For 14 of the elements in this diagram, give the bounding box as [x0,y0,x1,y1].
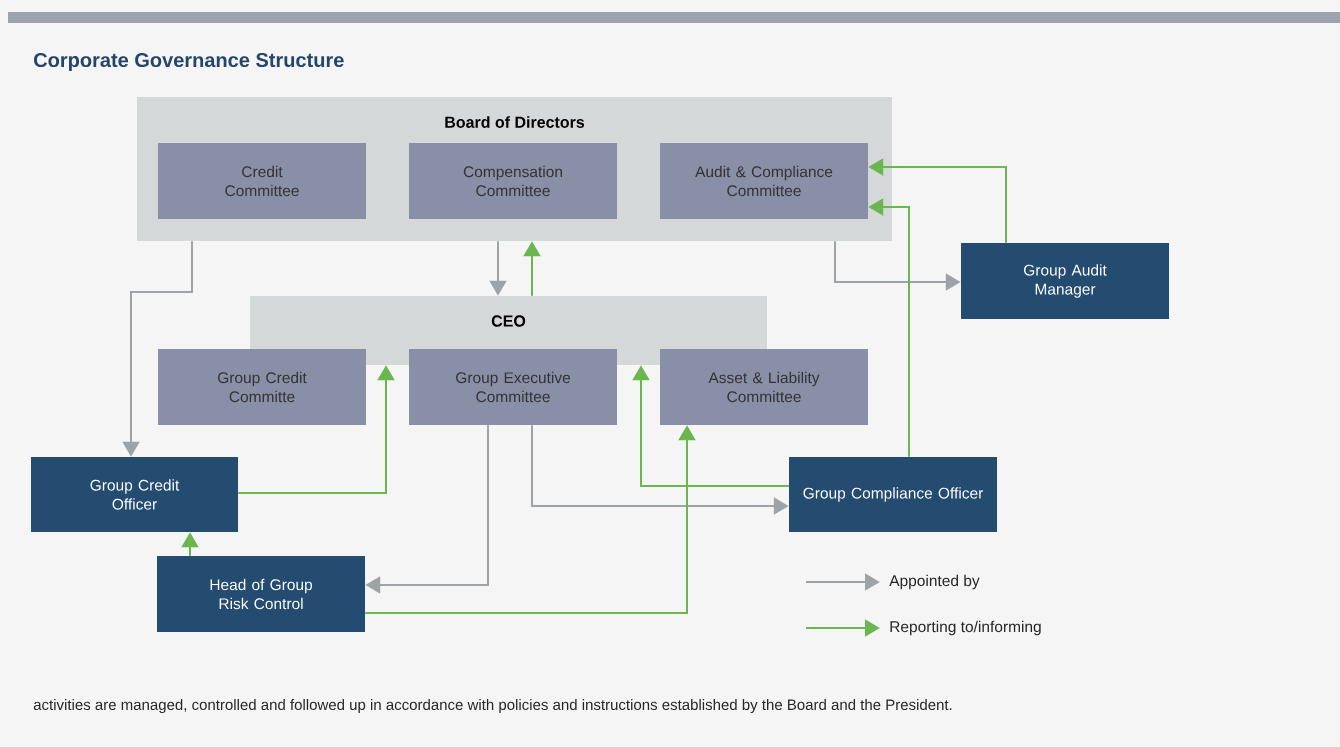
legend-label: Reporting to/informing [890,620,1041,636]
committee-box: Group Credit Committe [158,349,366,425]
officer-box: Group Compliance Officer [789,457,997,532]
title: Corporate Governance Structure [34,52,344,72]
officer-box: Head of Group Risk Control [157,556,365,632]
caption: activities are managed, controlled and followed up in accordance with policies and instructions established by the Board and the President. [33,699,952,713]
committee-box: Audit & Compliance Committee [660,143,868,219]
officer-box: Group Audit Manager [961,243,1169,319]
committee-box: Group Executive Committee [409,349,617,425]
committee-box: Credit Committee [158,143,366,219]
legend-label: Appointed by [889,574,980,590]
officer-box: Group Credit Officer [31,457,238,532]
committee-box: Asset & Liability Committee [660,349,868,425]
committee-box: Compensation Committee [409,143,617,219]
